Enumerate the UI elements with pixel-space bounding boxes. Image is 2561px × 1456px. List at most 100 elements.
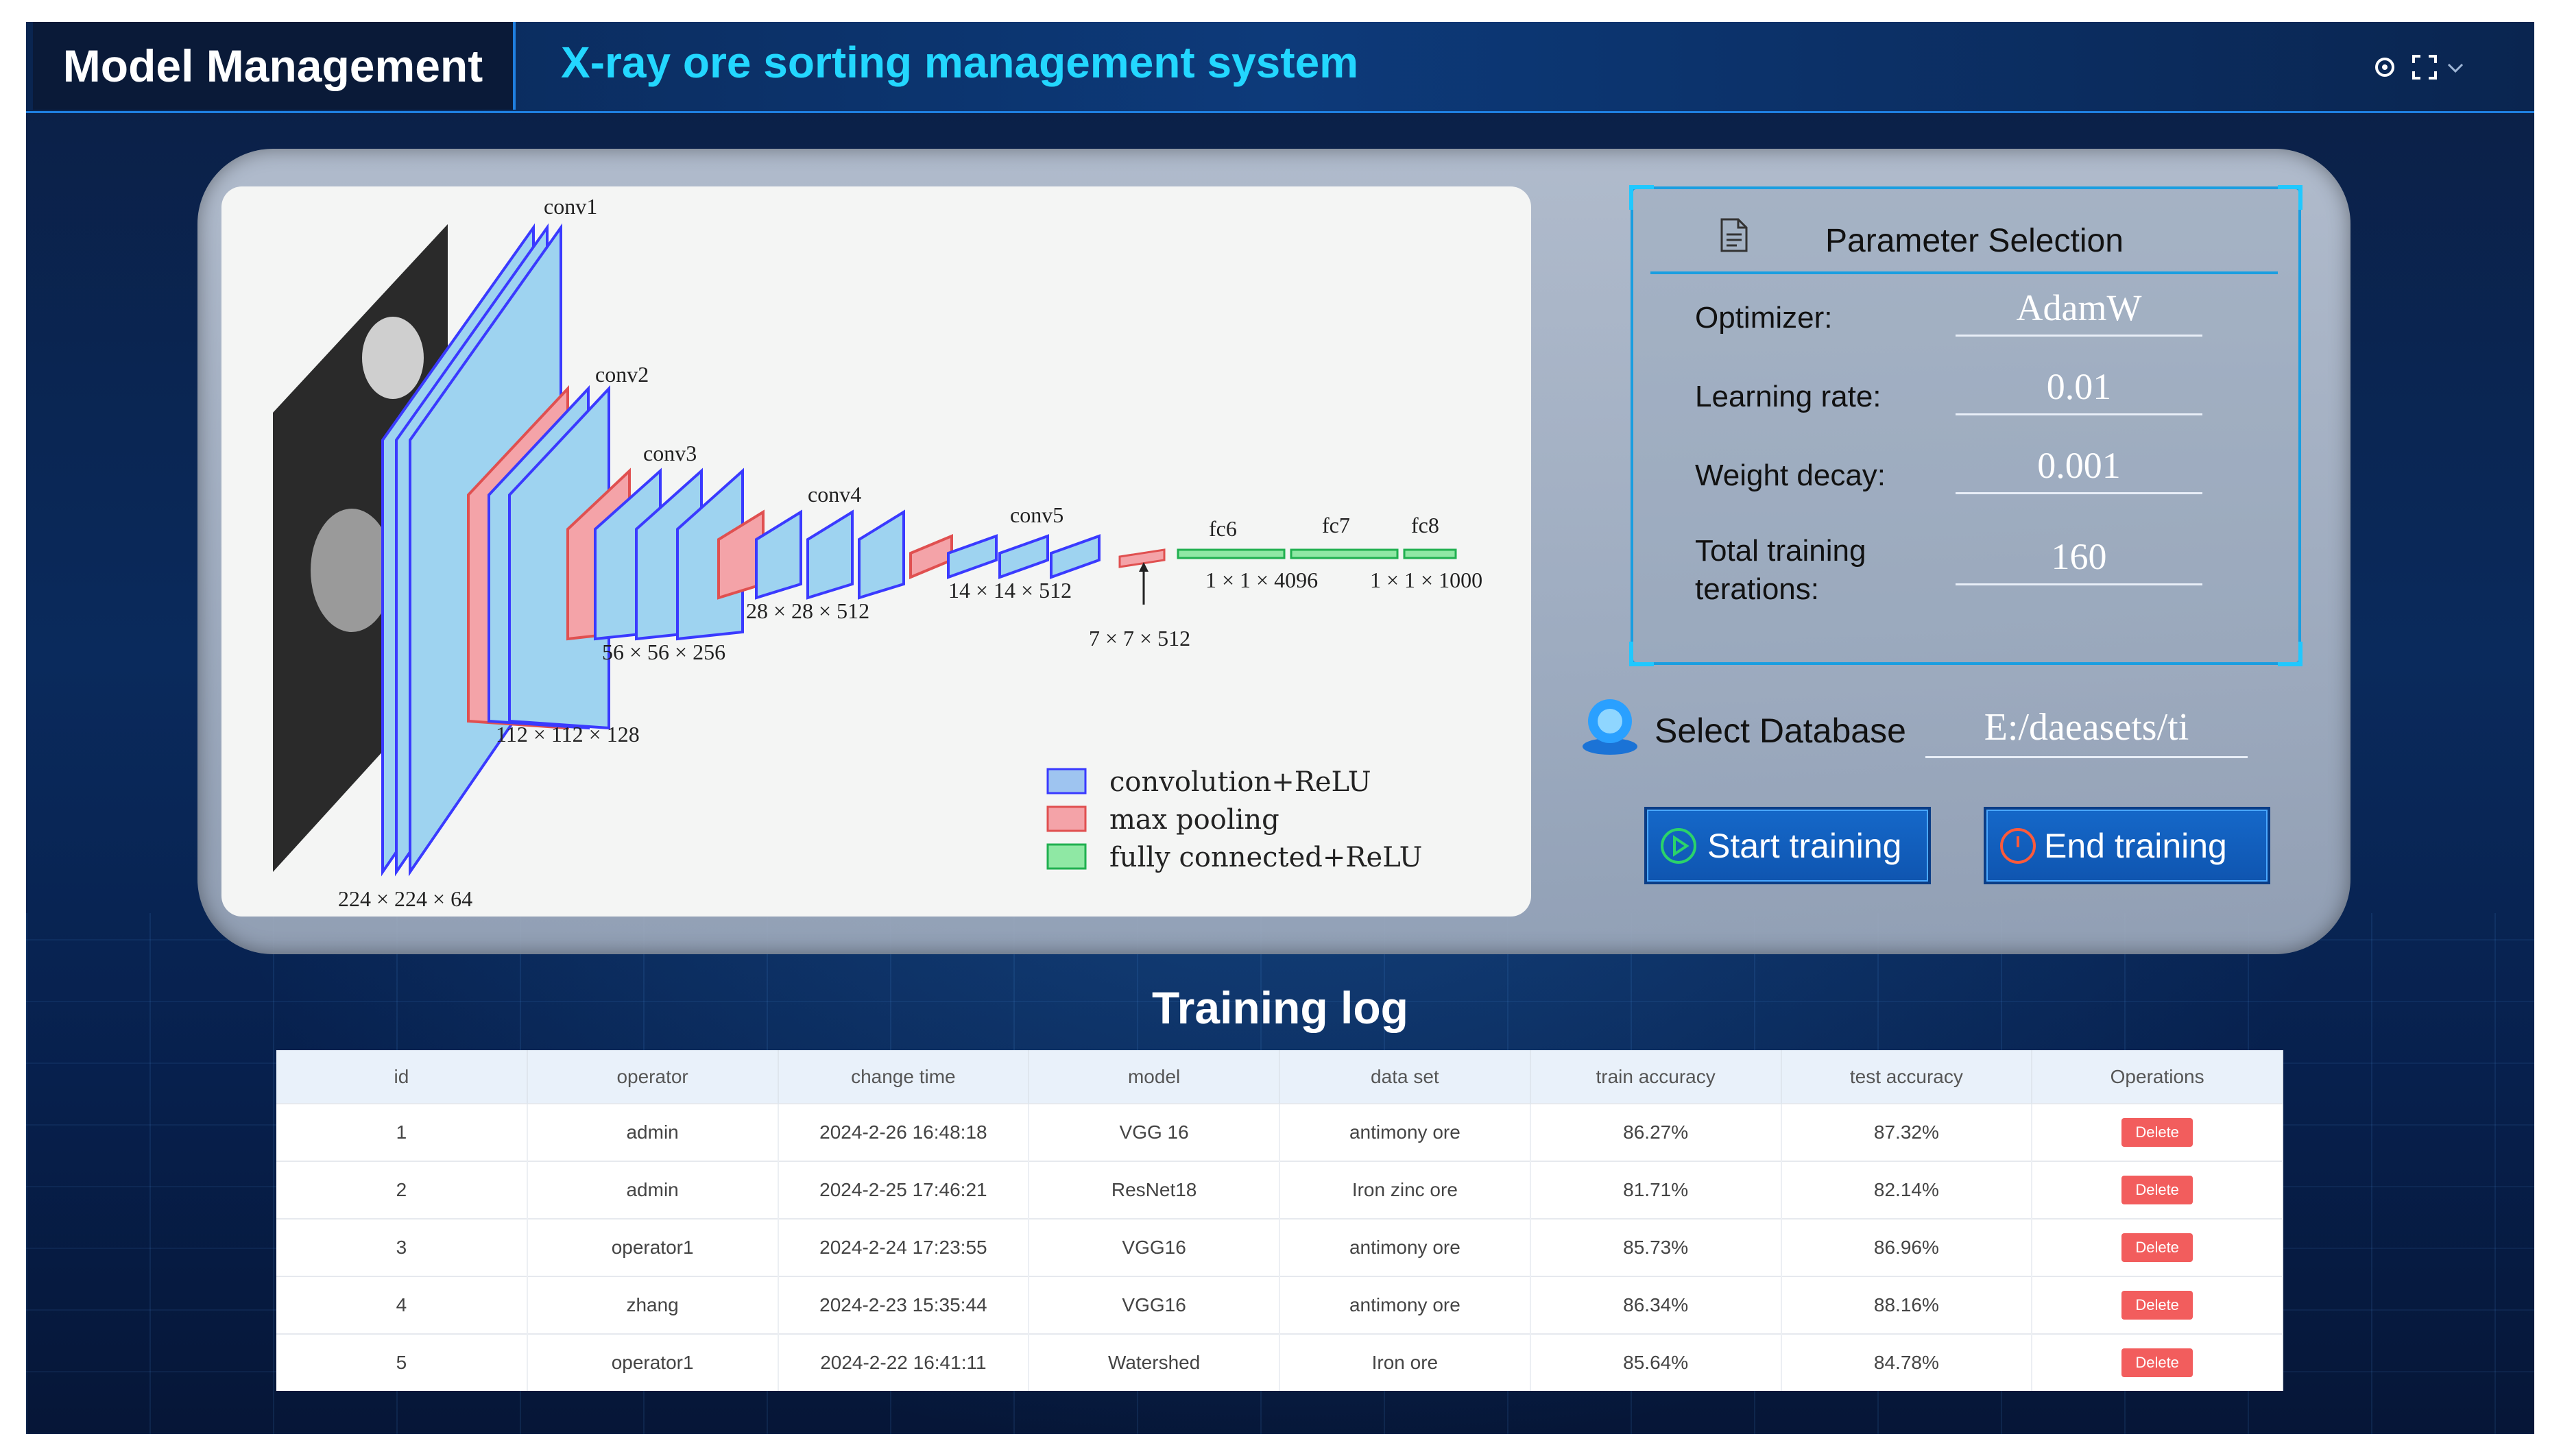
label-fc6: fc6 xyxy=(1209,516,1237,541)
table-row: 2 admin 2024-2-25 17:46:21 ResNet18 Iron… xyxy=(276,1161,2283,1219)
model-panel: conv1 conv2 conv3 conv4 conv5 fc6 fc7 fc… xyxy=(197,149,2350,954)
optimizer-label: Optimizer: xyxy=(1695,301,1833,335)
stop-icon xyxy=(2000,827,2036,864)
network-diagram: conv1 conv2 conv3 conv4 conv5 fc6 fc7 fc… xyxy=(221,186,1531,917)
select-database-label: Select Database xyxy=(1655,712,1906,750)
table-header-row: id operator change time model data set t… xyxy=(276,1050,2283,1104)
cell-id: 1 xyxy=(276,1103,528,1161)
cell-change-time: 2024-2-24 17:23:55 xyxy=(778,1218,1030,1276)
label-conv5: conv5 xyxy=(1010,502,1063,527)
system-title: X-ray ore sorting management system xyxy=(561,38,1359,87)
cell-model: Watershed xyxy=(1029,1333,1280,1391)
cell-test-accuracy: 87.32% xyxy=(1781,1103,2033,1161)
cell-operations: Delete xyxy=(2032,1218,2283,1276)
dim-112: 112 × 112 × 128 xyxy=(496,722,640,747)
training-log-table: id operator change time model data set t… xyxy=(276,1050,2283,1391)
column-header-operator[interactable]: operator xyxy=(527,1050,779,1104)
corner-decoration xyxy=(2278,185,2303,210)
cell-model: ResNet18 xyxy=(1029,1161,1280,1219)
input-image-spot xyxy=(311,509,393,632)
cell-operator: zhang xyxy=(527,1276,779,1334)
conv5-block xyxy=(909,534,1166,579)
dim-1000: 1 × 1 × 1000 xyxy=(1370,568,1482,592)
cell-data-set: antimony ore xyxy=(1279,1218,1531,1276)
cell-train-accuracy: 81.71% xyxy=(1530,1161,1782,1219)
refresh-icon[interactable] xyxy=(2371,53,2398,81)
page-tab-label: Model Management xyxy=(62,40,483,91)
fc6-block xyxy=(1177,548,1286,559)
cell-data-set: Iron zinc ore xyxy=(1279,1161,1531,1219)
optimizer-field[interactable]: AdamW xyxy=(1956,287,2202,337)
label-conv1: conv1 xyxy=(544,194,597,219)
legend-swatch-fc xyxy=(1046,843,1087,870)
dim-224: 224 × 224 × 64 xyxy=(338,886,472,911)
database-path-field[interactable]: E:/daeasets/ti xyxy=(1925,705,2248,758)
legend-conv-label: convolution+ReLU xyxy=(1109,766,1371,798)
conv2-block xyxy=(467,385,610,730)
cell-model: VGG16 xyxy=(1029,1276,1280,1334)
play-icon xyxy=(1661,827,1696,864)
iterations-label: Total training terations: xyxy=(1695,532,1866,609)
cell-model: VGG 16 xyxy=(1029,1103,1280,1161)
cell-train-accuracy: 86.27% xyxy=(1530,1103,1782,1161)
dim-14: 14 × 14 × 512 xyxy=(948,578,1072,603)
learning-rate-field[interactable]: 0.01 xyxy=(1956,365,2202,415)
cell-test-accuracy: 82.14% xyxy=(1781,1161,2033,1219)
column-header-change-time[interactable]: change time xyxy=(778,1050,1030,1104)
legend-fc-label: fully connected+ReLU xyxy=(1109,842,1422,873)
cell-operator: operator1 xyxy=(527,1218,779,1276)
cell-id: 4 xyxy=(276,1276,528,1334)
table-row: 1 admin 2024-2-26 16:48:18 VGG 16 antimo… xyxy=(276,1103,2283,1161)
dim-28: 28 × 28 × 512 xyxy=(746,598,869,623)
label-fc8: fc8 xyxy=(1411,513,1439,537)
cell-data-set: antimony ore xyxy=(1279,1103,1531,1161)
delete-button[interactable]: Delete xyxy=(2121,1233,2193,1262)
dim-56: 56 × 56 × 256 xyxy=(602,640,725,664)
column-header-data-set[interactable]: data set xyxy=(1279,1050,1531,1104)
table-row: 3 operator1 2024-2-24 17:23:55 VGG16 ant… xyxy=(276,1218,2283,1276)
start-training-button[interactable]: Start training xyxy=(1644,807,1931,884)
column-header-model[interactable]: model xyxy=(1029,1050,1280,1104)
delete-button[interactable]: Delete xyxy=(2121,1176,2193,1204)
fullscreen-icon[interactable] xyxy=(2411,53,2438,81)
cell-change-time: 2024-2-22 16:41:11 xyxy=(778,1333,1030,1391)
cell-test-accuracy: 88.16% xyxy=(1781,1276,2033,1334)
label-fc7: fc7 xyxy=(1322,513,1350,537)
iterations-field[interactable]: 160 xyxy=(1956,535,2202,585)
label-conv3: conv3 xyxy=(643,441,697,465)
delete-button[interactable]: Delete xyxy=(2121,1118,2193,1147)
cell-operations: Delete xyxy=(2032,1161,2283,1219)
legend-swatch-pool xyxy=(1046,805,1087,832)
delete-button[interactable]: Delete xyxy=(2121,1291,2193,1320)
delete-button[interactable]: Delete xyxy=(2121,1348,2193,1377)
legend: convolution+ReLU max pooling fully conne… xyxy=(1046,766,1422,873)
label-conv4: conv4 xyxy=(808,482,861,507)
cell-operations: Delete xyxy=(2032,1276,2283,1334)
legend-pool-label: max pooling xyxy=(1109,804,1279,836)
end-training-button[interactable]: End training xyxy=(1984,807,2270,884)
table-row: 5 operator1 2024-2-22 16:41:11 Watershed… xyxy=(276,1333,2283,1391)
weight-decay-label: Weight decay: xyxy=(1695,459,1886,492)
column-header-id[interactable]: id xyxy=(276,1050,528,1104)
fc8-block xyxy=(1403,548,1457,559)
page-tab[interactable]: Model Management xyxy=(33,22,516,110)
cell-id: 5 xyxy=(276,1333,528,1391)
conv4-block xyxy=(717,509,905,600)
conv3-block xyxy=(566,468,744,641)
corner-decoration xyxy=(1629,185,1654,210)
database-icon xyxy=(1583,699,1637,755)
column-header-train-accuracy[interactable]: train accuracy xyxy=(1530,1050,1782,1104)
iterations-label-line1: Total training xyxy=(1695,534,1866,568)
cell-test-accuracy: 84.78% xyxy=(1781,1333,2033,1391)
cell-train-accuracy: 85.64% xyxy=(1530,1333,1782,1391)
cell-data-set: Iron ore xyxy=(1279,1333,1531,1391)
end-training-label: End training xyxy=(2044,826,2227,865)
cell-change-time: 2024-2-23 15:35:44 xyxy=(778,1276,1030,1334)
weight-decay-field[interactable]: 0.001 xyxy=(1956,444,2202,494)
chevron-down-icon[interactable] xyxy=(2445,53,2466,81)
column-header-operations: Operations xyxy=(2032,1050,2283,1104)
dim-7: 7 × 7 × 512 xyxy=(1089,626,1190,651)
parameter-header: Parameter Selection xyxy=(1650,203,2278,274)
vgg-architecture-diagram: conv1 conv2 conv3 conv4 conv5 fc6 fc7 fc… xyxy=(273,194,1482,911)
column-header-test-accuracy[interactable]: test accuracy xyxy=(1781,1050,2033,1104)
